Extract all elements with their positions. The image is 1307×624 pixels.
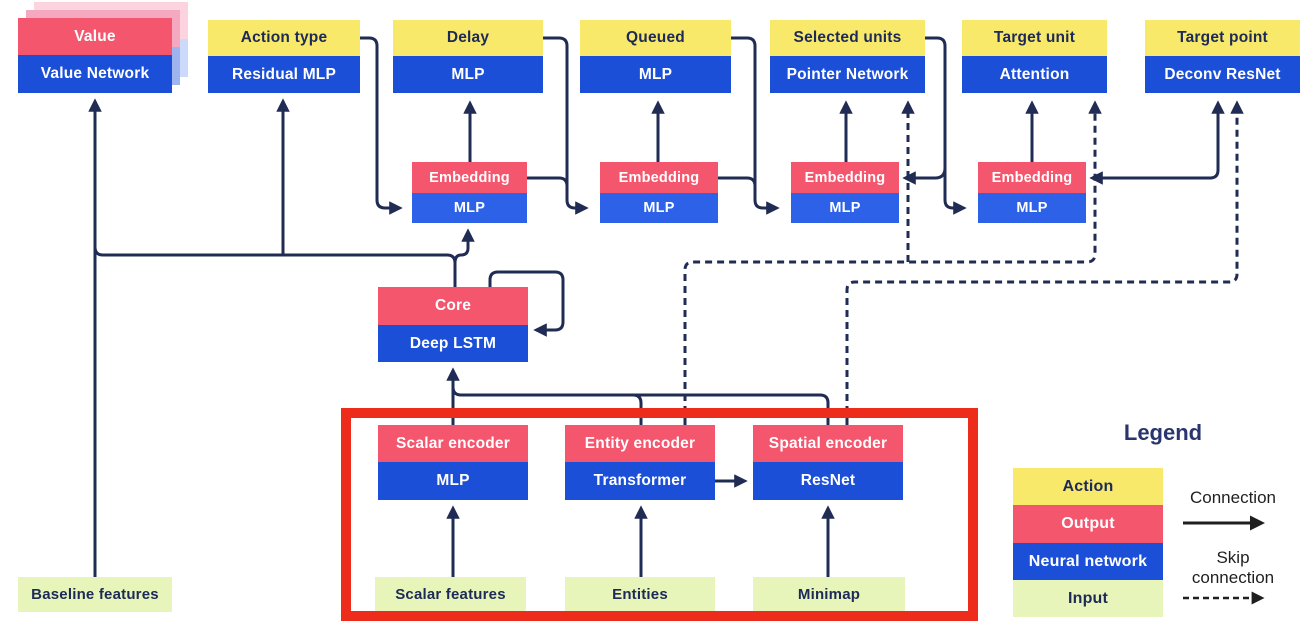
node-baseline-features: Baseline features bbox=[18, 577, 172, 612]
node-scalar-encoder: Scalar encoder MLP bbox=[378, 425, 528, 500]
scalar-features-label: Scalar features bbox=[375, 577, 526, 612]
node-minimap: Minimap bbox=[753, 577, 905, 612]
residual-mlp-label: Residual MLP bbox=[208, 56, 360, 93]
deconv-resnet-label: Deconv ResNet bbox=[1145, 56, 1300, 93]
node-embedding-3: Embedding MLP bbox=[791, 162, 899, 223]
entities-label: Entities bbox=[565, 577, 715, 612]
pointer-network-label: Pointer Network bbox=[770, 56, 925, 93]
skip-connections bbox=[683, 100, 1244, 425]
selected-units-label: Selected units bbox=[770, 20, 925, 56]
node-embedding-4: Embedding MLP bbox=[978, 162, 1086, 223]
legend-title: Legend bbox=[1123, 420, 1203, 445]
node-action-type: Action type Residual MLP bbox=[208, 20, 360, 93]
legend-output-swatch: Output bbox=[1013, 505, 1163, 543]
embedding-mlp-label: MLP bbox=[600, 193, 718, 223]
queued-mlp-label: MLP bbox=[580, 56, 731, 93]
encoder-highlight-box bbox=[341, 408, 978, 621]
embedding-mlp-label: MLP bbox=[412, 193, 527, 223]
transformer-label: Transformer bbox=[565, 462, 715, 500]
scalar-encoder-label: Scalar encoder bbox=[378, 425, 528, 462]
queued-label: Queued bbox=[580, 20, 731, 56]
embedding-label: Embedding bbox=[978, 162, 1086, 193]
baseline-features-label: Baseline features bbox=[18, 577, 172, 612]
node-entities: Entities bbox=[565, 577, 715, 612]
node-entity-encoder: Entity encoder Transformer bbox=[565, 425, 715, 500]
embedding-label: Embedding bbox=[412, 162, 527, 193]
node-spatial-encoder: Spatial encoder ResNet bbox=[753, 425, 903, 500]
entity-encoder-label: Entity encoder bbox=[565, 425, 715, 462]
node-target-point: Target point Deconv ResNet bbox=[1145, 20, 1300, 93]
embedding-label: Embedding bbox=[600, 162, 718, 193]
embedding-mlp-label: MLP bbox=[791, 193, 899, 223]
node-value: Value Value Network bbox=[18, 18, 172, 93]
deep-lstm-label: Deep LSTM bbox=[378, 325, 528, 362]
minimap-label: Minimap bbox=[753, 577, 905, 612]
target-point-label: Target point bbox=[1145, 20, 1300, 56]
node-delay: Delay MLP bbox=[393, 20, 543, 93]
spatial-encoder-label: Spatial encoder bbox=[753, 425, 903, 462]
embedding-label: Embedding bbox=[791, 162, 899, 193]
action-type-label: Action type bbox=[208, 20, 360, 56]
attention-label: Attention bbox=[962, 56, 1107, 93]
scalar-mlp-label: MLP bbox=[378, 462, 528, 500]
node-queued: Queued MLP bbox=[580, 20, 731, 93]
node-scalar-features: Scalar features bbox=[375, 577, 526, 612]
legend-input-swatch: Input bbox=[1013, 580, 1163, 617]
target-unit-label: Target unit bbox=[962, 20, 1107, 56]
embedding-mlp-label: MLP bbox=[978, 193, 1086, 223]
legend-connection-label: Connection bbox=[1189, 488, 1276, 507]
node-core: Core Deep LSTM bbox=[378, 287, 528, 362]
node-target-unit: Target unit Attention bbox=[962, 20, 1107, 93]
node-embedding-1: Embedding MLP bbox=[412, 162, 527, 223]
value-network-label: Value Network bbox=[18, 55, 172, 93]
delay-label: Delay bbox=[393, 20, 543, 56]
core-label: Core bbox=[378, 287, 528, 325]
delay-mlp-label: MLP bbox=[393, 56, 543, 93]
node-selected-units: Selected units Pointer Network bbox=[770, 20, 925, 93]
node-embedding-2: Embedding MLP bbox=[600, 162, 718, 223]
legend-skip-label: Skip connection bbox=[1191, 548, 1275, 587]
legend-swatches: Action Output Neural network Input bbox=[1013, 468, 1163, 617]
value-output-label: Value bbox=[18, 18, 172, 55]
legend-network-swatch: Neural network bbox=[1013, 543, 1163, 580]
resnet-label: ResNet bbox=[753, 462, 903, 500]
legend-action-swatch: Action bbox=[1013, 468, 1163, 505]
